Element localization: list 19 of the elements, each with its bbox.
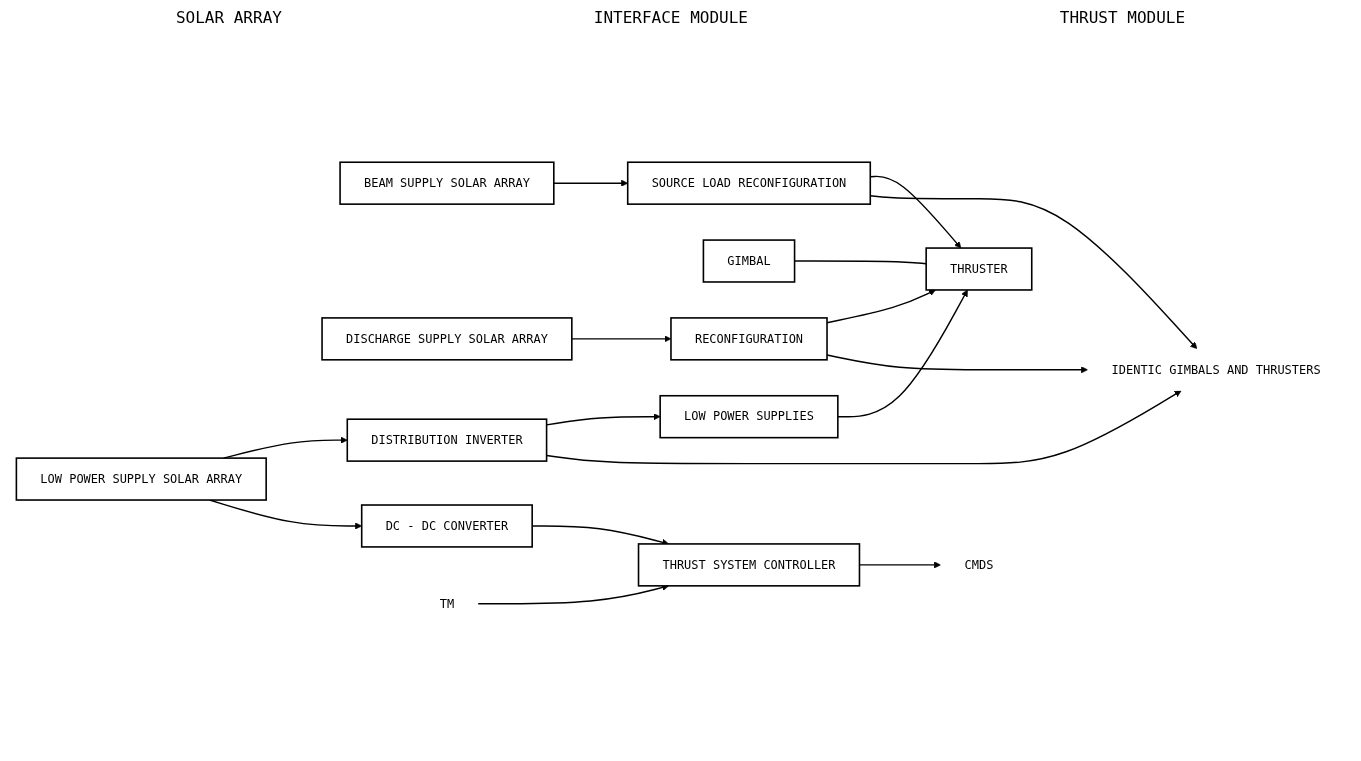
node-box: SOURCE LOAD RECONFIGURATION	[626, 161, 872, 205]
node-box: BEAM SUPPLY SOLAR ARRAY	[339, 161, 555, 205]
column-heading: SOLAR ARRAY	[175, 8, 282, 29]
node-text: CMDS	[964, 557, 994, 572]
column-heading: INTERFACE MODULE	[593, 8, 748, 29]
column-heading: THRUST MODULE	[1059, 8, 1186, 29]
node-box: LOW POWER SUPPLY SOLAR ARRAY	[15, 457, 267, 501]
arrow	[837, 289, 968, 418]
node-box: LOW POWER SUPPLIES	[659, 394, 839, 439]
arrow	[477, 584, 669, 605]
node-box: THRUST SYSTEM CONTROLLER	[637, 543, 861, 587]
node-box: THRUSTER	[925, 247, 1033, 291]
node-box: DISCHARGE SUPPLY SOLAR ARRAY	[321, 317, 573, 361]
node-text: TM	[439, 596, 455, 611]
node-box: DISTRIBUTION INVERTER	[346, 418, 548, 462]
node-text: IDENTIC GIMBALS AND THRUSTERS	[1111, 362, 1321, 377]
node-box: GIMBAL	[702, 239, 796, 283]
node-box: DC - DC CONVERTER	[360, 504, 533, 548]
node-box: RECONFIGURATION	[670, 317, 828, 361]
